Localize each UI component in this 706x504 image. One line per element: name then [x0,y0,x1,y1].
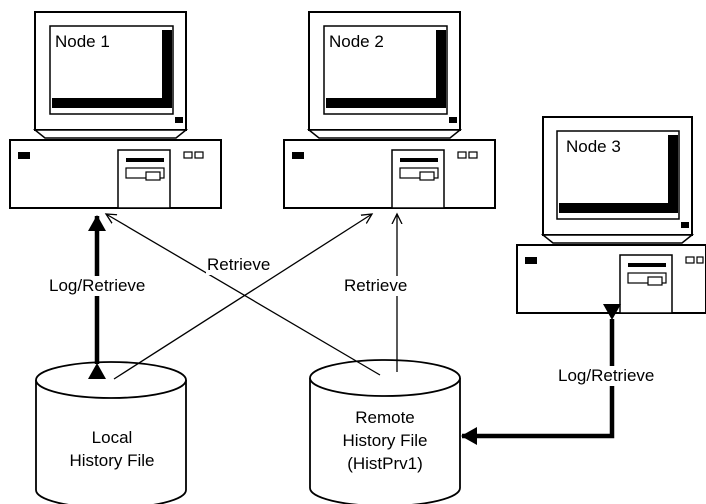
node-1-system-unit [9,139,222,209]
retrieve-vertical-label: Retrieve [342,276,410,296]
retrieve-local-to-node2-arrow [113,214,372,380]
node3-log-retrieve-arrow [461,304,621,445]
local-file-label-line-2: History File [69,451,155,470]
node-3-computer [516,116,706,314]
local-history-file-cylinder [35,361,187,504]
remote-history-file-cylinder [309,359,461,504]
node-2-label: Node 2 [329,32,384,51]
node-3-label: Node 3 [566,137,621,156]
node3-log-retrieve-label: Log/Retrieve [556,366,657,386]
remote-file-label-line-2: History File [342,431,428,450]
retrieve-cross-label: Retrieve [206,255,272,275]
remote-file-label-line-1: Remote [355,408,415,427]
node-2-system-unit [283,139,496,209]
node-3-monitor [540,116,695,244]
local-log-retrieve-label: Log/Retrieve [47,276,148,296]
remote-file-label-line-3: (HistPrv1) [347,454,423,473]
node-1-computer [9,11,222,209]
node-3-system-unit [516,244,706,314]
node-1-monitor [32,11,189,139]
node-2-monitor [306,11,463,139]
node-1-label: Node 1 [55,32,110,51]
local-file-label-line-1: Local [91,428,133,447]
retrieve-remote-to-node1-arrow [106,214,381,376]
node-2-computer [283,11,496,209]
